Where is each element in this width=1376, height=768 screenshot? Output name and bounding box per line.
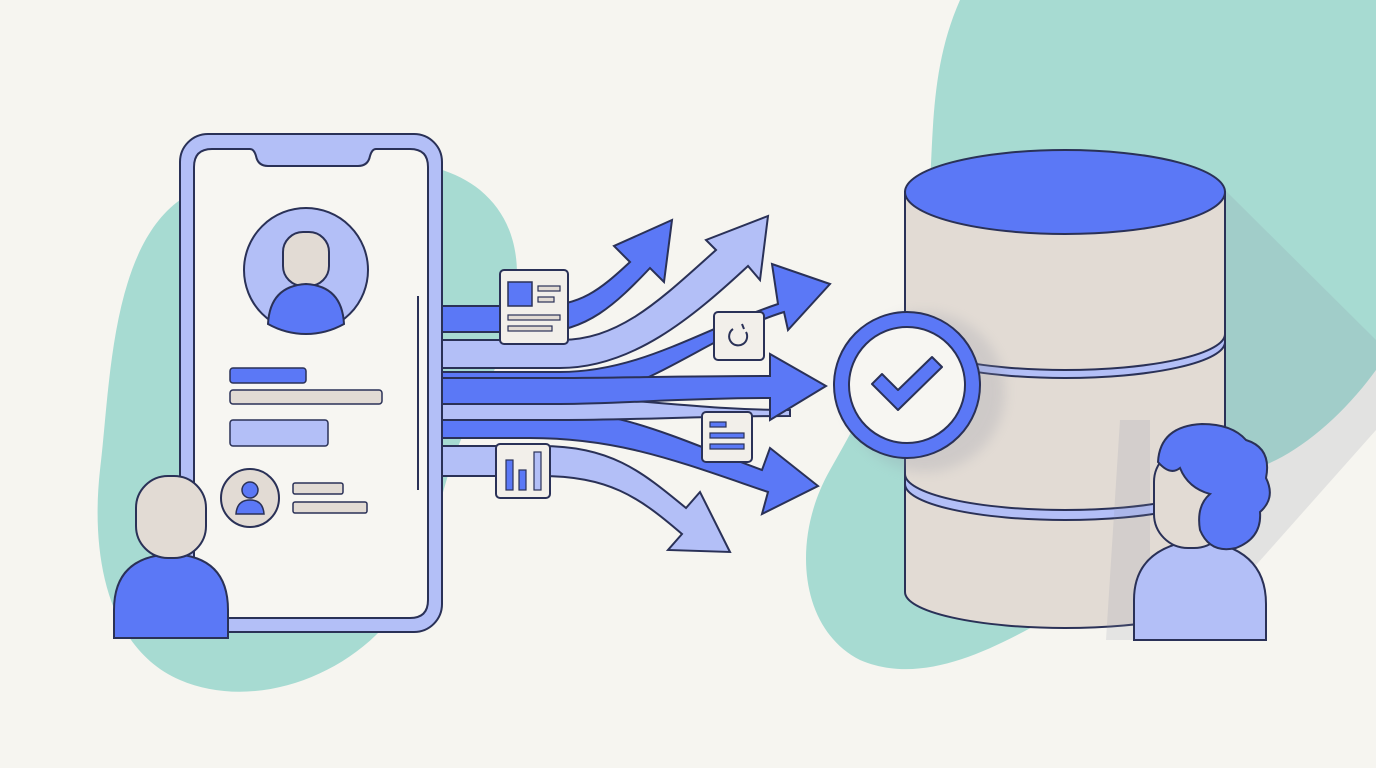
profile-name-bar (229, 367, 307, 384)
contact-line-2 (292, 501, 368, 514)
refresh-icon (713, 311, 765, 361)
contact-avatar-icon (220, 468, 280, 528)
avatar-icon (243, 207, 369, 336)
left-user-head (135, 475, 207, 559)
data-cards (495, 269, 765, 499)
flow-arrows (419, 214, 832, 554)
document-lines-icon (701, 411, 753, 463)
right-user-hair (1156, 422, 1271, 551)
left-user-body (113, 552, 229, 639)
database-top (904, 149, 1226, 235)
flow-arrow-light-upper (419, 214, 770, 369)
user-icon (1106, 420, 1271, 641)
image-text-card-icon (499, 269, 569, 345)
contact-line-1 (292, 482, 344, 495)
profile-detail-bar (229, 389, 383, 405)
profile-field-bar (229, 419, 329, 447)
flow-arrow-dark-middle (419, 352, 828, 422)
checkmark-icon (833, 311, 1005, 472)
smartphone-icon (179, 133, 443, 633)
database-icon (904, 149, 1376, 629)
user-icon (113, 475, 229, 639)
bar-chart-icon (495, 443, 551, 499)
